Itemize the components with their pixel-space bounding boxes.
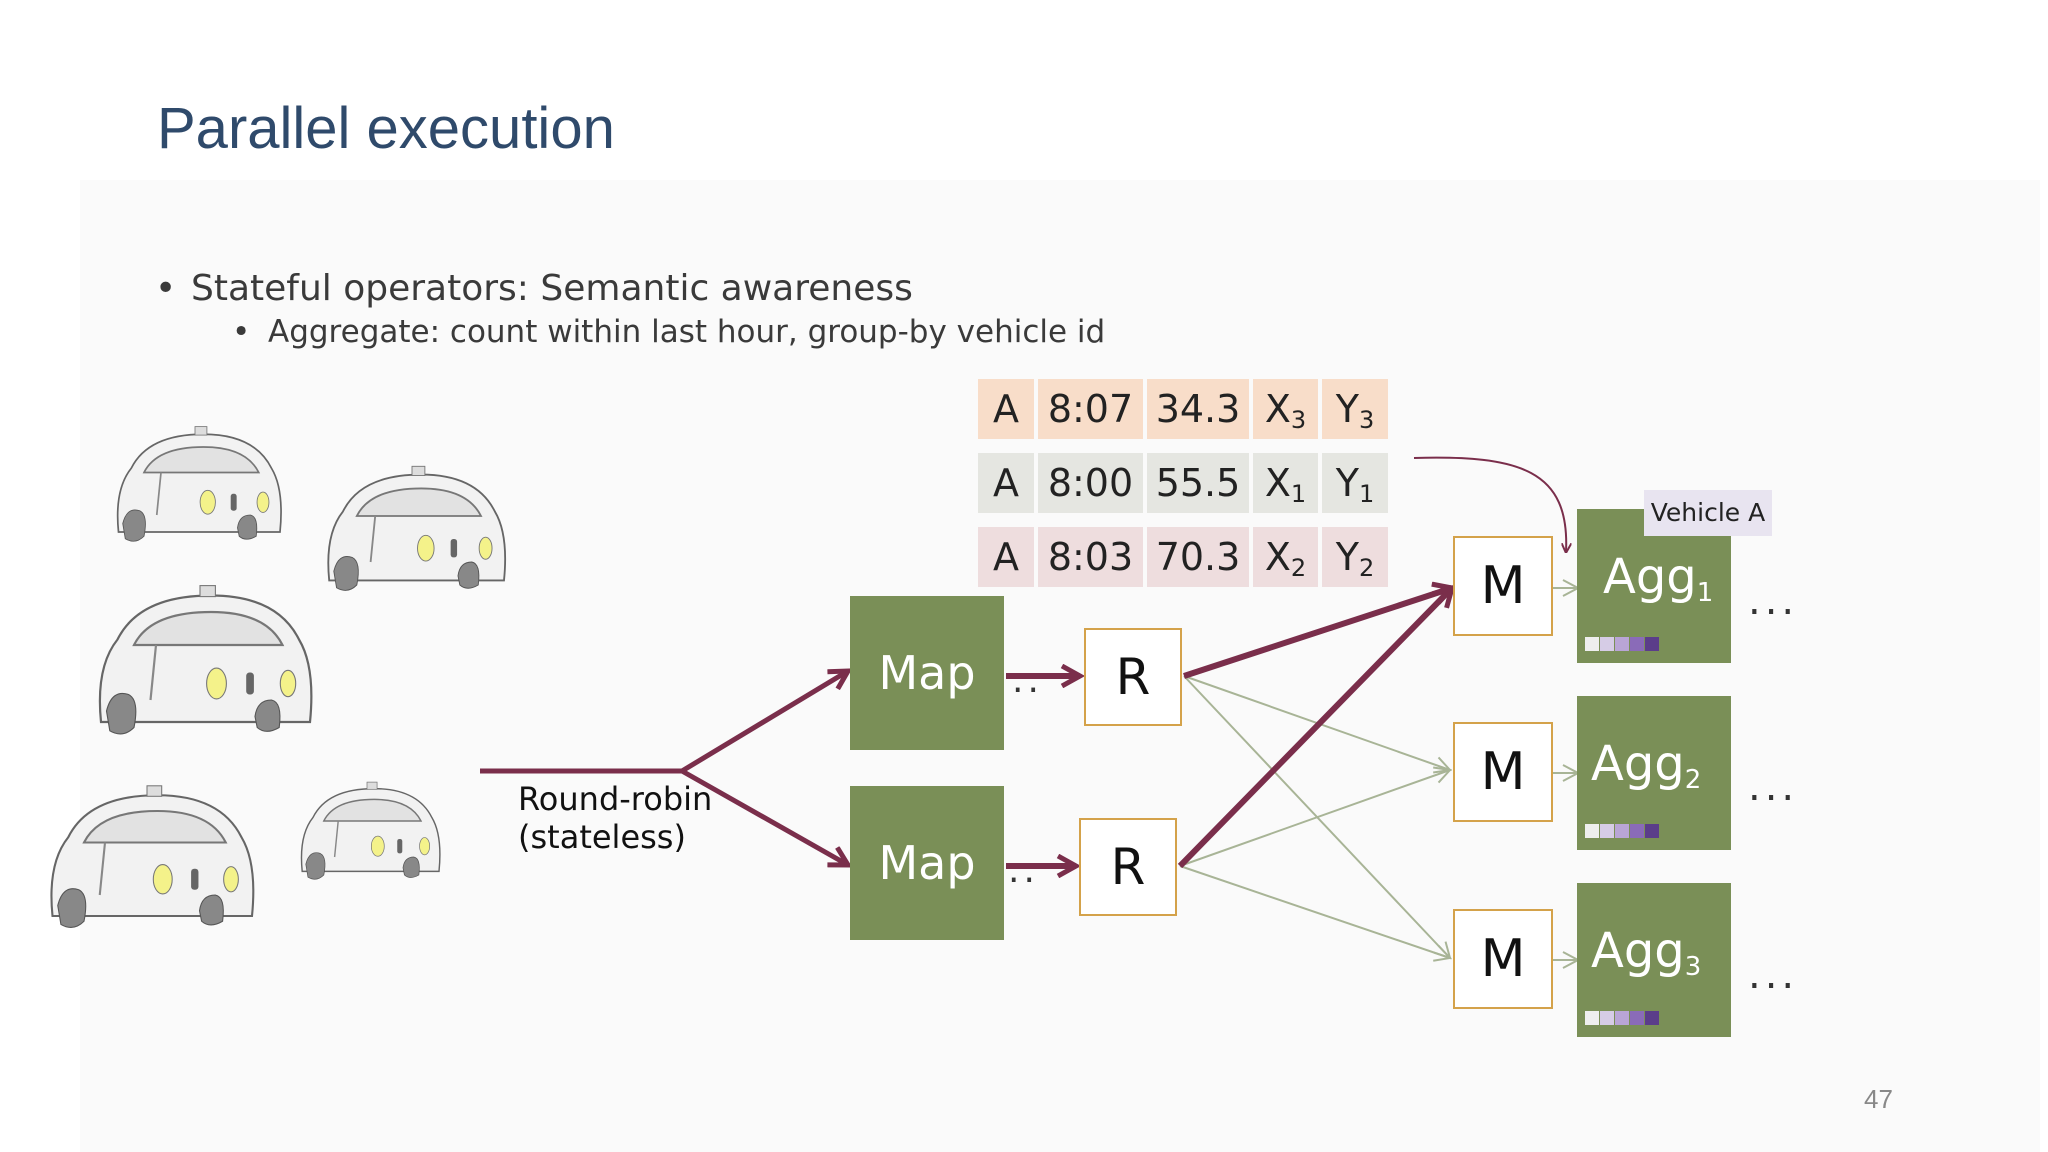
ellipsis: ... [1748, 952, 1799, 998]
table-cell: 34.3 [1147, 379, 1249, 439]
round-robin-label: Round-robin (stateless) [518, 780, 713, 856]
table-cell: X1 [1253, 453, 1318, 513]
state-bar [1585, 824, 1660, 838]
table-cell: A [978, 527, 1034, 587]
page-number: 47 [1864, 1084, 1893, 1114]
ellipsis: ... [1748, 764, 1799, 810]
table-cell: Y2 [1322, 527, 1388, 587]
table-cell: 8:07 [1038, 379, 1143, 439]
table-cell: 55.5 [1147, 453, 1249, 513]
r-operator-2: R [1079, 818, 1177, 916]
m-operator-3: M [1453, 909, 1553, 1009]
round-robin-arrow [480, 671, 848, 865]
agg-operator-3: Agg3 [1577, 883, 1731, 1037]
ellipsis: .. [1012, 660, 1043, 701]
ellipsis: .. [1008, 850, 1039, 891]
table-cell: 8:00 [1038, 453, 1143, 513]
r-operator-1: R [1084, 628, 1182, 726]
ellipsis: ... [1748, 578, 1799, 624]
table-cell: X3 [1253, 379, 1318, 439]
m-operator-2: M [1453, 722, 1553, 822]
state-bar [1585, 637, 1660, 651]
bullet-stateful-operators: •Stateful operators: Semantic awareness [155, 268, 913, 309]
bullet-aggregate: •Aggregate: count within last hour, grou… [232, 314, 1106, 350]
table-cell: A [978, 379, 1034, 439]
table-cell: Y3 [1322, 379, 1388, 439]
table-row: A 8:03 70.3 X2 Y2 [978, 527, 1388, 587]
bullet-text: Aggregate: count within last hour, group… [268, 314, 1106, 350]
m-to-agg-arrows [1553, 588, 1578, 960]
map-operator-2: Map [850, 786, 1004, 940]
m-operator-1: M [1453, 536, 1553, 636]
table-cell: X2 [1253, 527, 1318, 587]
table-cell: 70.3 [1147, 527, 1249, 587]
state-bar [1585, 1011, 1660, 1025]
table-row: A 8:00 55.5 X1 Y1 [978, 453, 1388, 513]
agg-operator-2: Agg2 [1577, 696, 1731, 850]
table-cell: 8:03 [1038, 527, 1143, 587]
map-operator-1: Map [850, 596, 1004, 750]
bullet-text: Stateful operators: Semantic awareness [191, 268, 913, 309]
table-cell: Y1 [1322, 453, 1388, 513]
table-to-agg-curve-arrow [1413, 456, 1566, 552]
vehicle-a-route-arrows [1177, 588, 1452, 869]
vehicle-a-label: Vehicle A [1644, 490, 1772, 536]
slide-title: Parallel execution [157, 96, 615, 161]
shuffle-thin-arrows [1179, 675, 1450, 958]
map-to-r-arrow [1006, 676, 1080, 866]
table-cell: A [978, 453, 1034, 513]
table-row: A 8:07 34.3 X3 Y3 [978, 379, 1388, 439]
